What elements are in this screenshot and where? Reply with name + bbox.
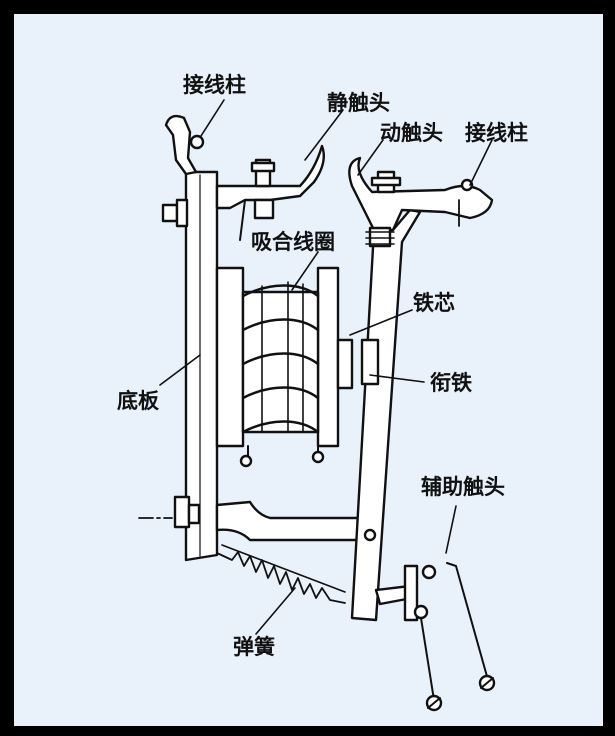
label-armature: 衔铁 — [430, 371, 472, 395]
label-terminal-left: 接线柱 — [183, 73, 246, 97]
leader-lines — [159, 99, 493, 635]
label-spring: 弹簧 — [233, 635, 275, 659]
static-contact-bracket — [215, 144, 325, 241]
base-plate — [184, 170, 219, 562]
label-base-plate: 底板 — [117, 389, 160, 413]
label-terminal-right: 接线柱 — [465, 121, 528, 145]
aux-contact — [374, 562, 496, 712]
iron-core — [336, 338, 354, 390]
label-moving-contact: 动触头 — [380, 121, 443, 145]
label-iron-core: 铁芯 — [413, 291, 455, 315]
coil — [215, 266, 340, 468]
armature — [350, 208, 422, 622]
spring — [216, 544, 346, 604]
moving-contact-arm — [348, 156, 494, 248]
label-aux-contact: 辅助触头 — [421, 475, 505, 499]
left-terminal — [161, 114, 205, 228]
label-static-contact: 静触头 — [327, 91, 390, 115]
label-coil: 吸合线圈 — [251, 230, 335, 254]
